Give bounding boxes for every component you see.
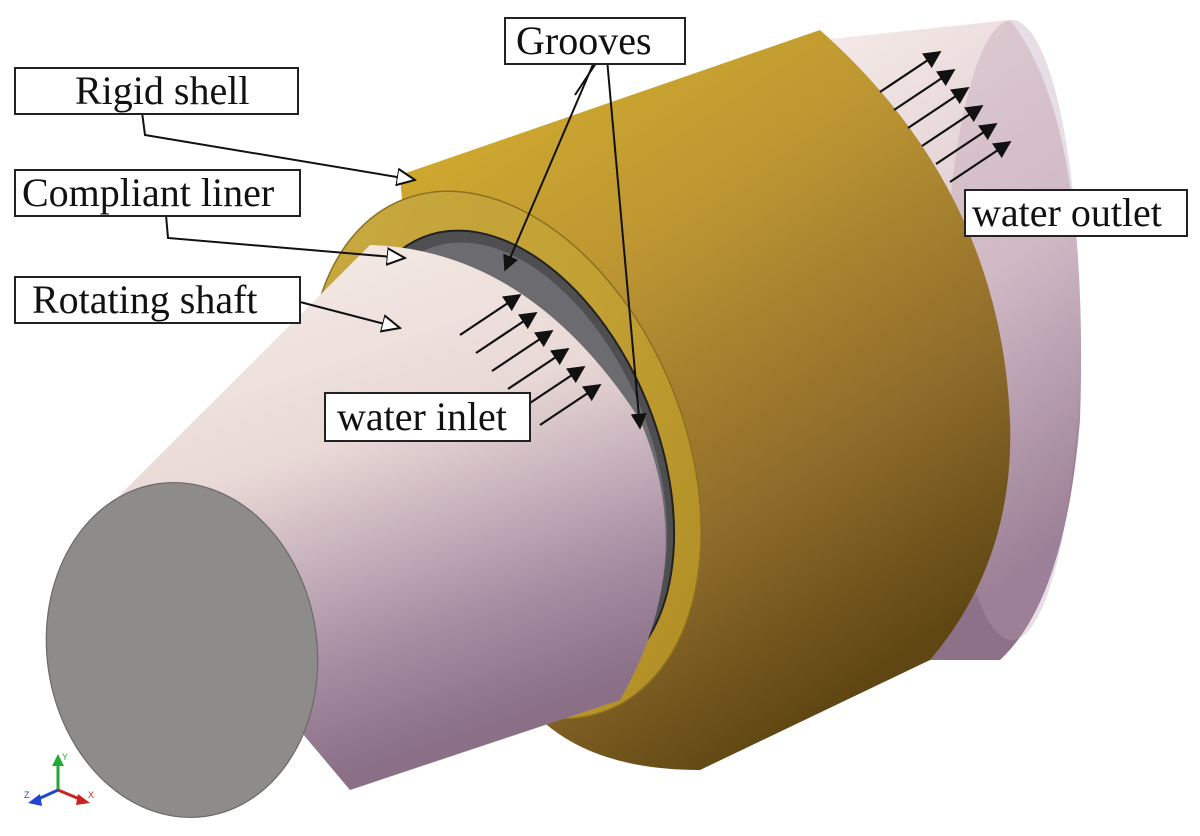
outlet-flow-arrow bbox=[879, 51, 942, 93]
leader-lines bbox=[141, 47, 647, 430]
inlet-flow-arrow bbox=[539, 384, 602, 426]
outlet-flow-arrow bbox=[949, 141, 1012, 183]
label-water-inlet: water inlet bbox=[324, 392, 531, 442]
leader-grooves-1 bbox=[503, 47, 601, 272]
svg-text:water outlet: water outlet bbox=[972, 190, 1162, 235]
inlet-flow-arrow bbox=[491, 330, 554, 372]
shaft-end-face bbox=[45, 481, 319, 819]
svg-text:Grooves: Grooves bbox=[516, 18, 652, 63]
svg-text:Rigid shell: Rigid shell bbox=[75, 68, 249, 113]
label-rigid-shell: Rigid shell bbox=[14, 67, 299, 115]
outlet-flow-arrow bbox=[935, 123, 998, 165]
svg-text:Y: Y bbox=[62, 752, 68, 762]
outlet-flow-arrow bbox=[907, 87, 970, 129]
outlet-flow-arrow bbox=[921, 105, 984, 147]
leader-rigid-shell bbox=[141, 111, 415, 180]
label-compliant-liner: Compliant liner bbox=[14, 169, 301, 217]
inlet-flow-arrow bbox=[523, 366, 586, 408]
label-grooves: Grooves bbox=[504, 17, 686, 65]
svg-text:Compliant liner: Compliant liner bbox=[22, 170, 274, 215]
outlet-flow-arrow bbox=[893, 69, 956, 111]
inlet-flow-arrow bbox=[459, 294, 522, 336]
inlet-flow-arrow bbox=[475, 312, 538, 354]
svg-text:water inlet: water inlet bbox=[337, 394, 507, 439]
leader-rotating-shaft bbox=[299, 301, 400, 328]
svg-text:Rotating shaft: Rotating shaft bbox=[32, 277, 258, 322]
coordinate-triad: Y X Z bbox=[24, 752, 94, 806]
leader-grooves-2 bbox=[605, 47, 647, 430]
svg-text:Z: Z bbox=[24, 790, 30, 800]
leader-compliant-liner bbox=[165, 214, 405, 258]
label-water-outlet: water outlet bbox=[964, 189, 1188, 237]
svg-text:X: X bbox=[88, 790, 94, 800]
inlet-flow-arrows bbox=[459, 294, 602, 426]
inlet-flow-arrow bbox=[507, 348, 570, 390]
rotating-shaft bbox=[45, 245, 666, 819]
outlet-flow-arrows bbox=[879, 51, 1012, 183]
label-rotating-shaft: Rotating shaft bbox=[14, 276, 301, 324]
